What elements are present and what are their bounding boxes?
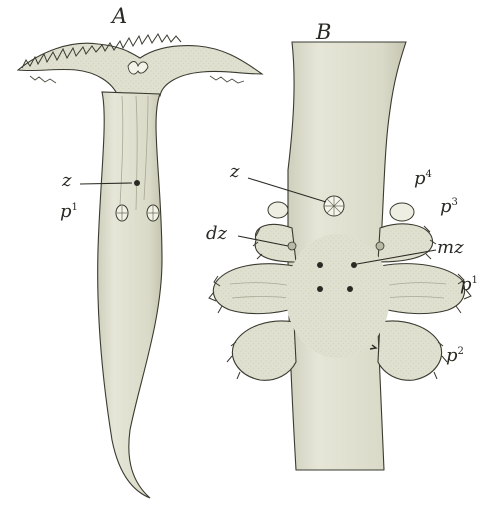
- panel-a-stalk: [98, 92, 162, 498]
- panel-b-label: B: [316, 22, 331, 43]
- panel-b-p3-label: p3: [440, 198, 458, 216]
- panel-a-p1-label: p1: [60, 203, 78, 221]
- panel-b-p2-label: p2: [446, 347, 464, 365]
- panel-b-p1-label: p1: [460, 276, 478, 294]
- panel-b-drawing: [209, 42, 471, 470]
- panel-b-mz-label: mz: [437, 239, 464, 257]
- panel-b-z-rosette: [324, 196, 344, 216]
- panel-b-dz-label: dz: [206, 225, 227, 243]
- panel-a-z-label: z: [62, 172, 71, 190]
- panel-b-dz-marker: [288, 242, 296, 250]
- panel-a-drawing: [18, 34, 262, 498]
- panel-b-z-label: z: [230, 163, 239, 181]
- panel-a-label: A: [112, 6, 127, 27]
- panel-a-z-marker: [134, 180, 140, 186]
- panel-b-p4-label: p4: [414, 170, 432, 188]
